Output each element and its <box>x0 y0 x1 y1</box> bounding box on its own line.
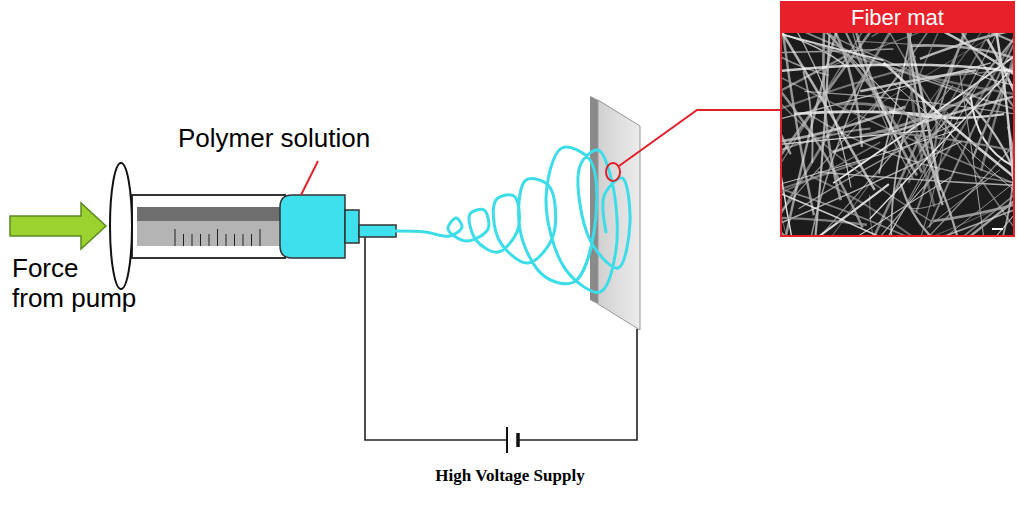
scale-tick <box>192 234 193 246</box>
scale-tick <box>183 234 184 246</box>
polymer-jet <box>396 147 630 292</box>
fiber <box>782 70 903 125</box>
fiber <box>782 145 908 235</box>
fiber <box>864 169 939 235</box>
fiber <box>933 180 1013 221</box>
fiber <box>815 44 1013 103</box>
fiber <box>860 70 976 91</box>
fiber <box>782 217 867 224</box>
fiber <box>782 28 922 173</box>
fiber <box>833 72 1013 152</box>
fibers <box>782 28 1013 235</box>
sem-image <box>782 28 1013 235</box>
syringe-barrel <box>132 195 285 258</box>
scale-tick <box>200 234 201 246</box>
fiber <box>782 53 791 154</box>
scale-tick <box>217 229 218 246</box>
fiber <box>877 131 1013 193</box>
force-arrow <box>10 203 106 249</box>
battery-plate <box>506 427 508 453</box>
plunger-head <box>110 163 132 289</box>
panel-title: Fiber mat <box>782 3 1013 33</box>
part-label: Polymer solution <box>178 124 370 154</box>
scale-ticks <box>175 229 260 246</box>
wire <box>518 329 637 440</box>
power-label: High Voltage Supply <box>435 466 584 486</box>
fiber <box>853 78 982 235</box>
scale-tick <box>226 234 227 246</box>
wire <box>365 237 506 440</box>
fiber <box>987 230 1013 235</box>
scale-tick <box>234 234 235 246</box>
fiber <box>869 195 888 235</box>
plunger-rod <box>137 207 282 221</box>
scale-tick <box>175 229 176 246</box>
part-label: Force from pump <box>12 254 137 314</box>
fiber <box>782 28 1013 119</box>
image-panel: Fiber mat <box>780 1 1015 237</box>
syringe-neck <box>345 210 359 243</box>
fiber <box>807 113 1011 182</box>
fiber <box>991 28 1013 179</box>
fiber <box>836 28 916 175</box>
scale-tick <box>209 234 210 246</box>
scale-tick <box>260 229 261 246</box>
zoom-leader <box>619 110 781 166</box>
fiber <box>782 67 817 235</box>
leader-line <box>301 161 318 195</box>
fiber <box>908 28 935 207</box>
fiber <box>782 64 1013 75</box>
fiber <box>782 102 805 235</box>
polymer-solution <box>280 195 345 258</box>
battery-plate <box>516 433 520 447</box>
needle <box>359 225 396 237</box>
fiber <box>909 180 987 209</box>
fiber <box>782 123 903 235</box>
scale-tick <box>243 234 244 246</box>
barrel-scale <box>137 221 282 246</box>
fiber <box>782 184 889 235</box>
scale-bar <box>992 228 1003 230</box>
fiber <box>803 71 812 163</box>
fiber <box>908 28 1013 183</box>
fiber <box>950 143 1013 235</box>
fiber <box>926 170 1000 228</box>
fiber <box>782 142 880 200</box>
zoom-circle <box>606 163 620 181</box>
scale-tick <box>251 234 252 246</box>
fiber <box>782 160 866 195</box>
fiber <box>810 35 829 235</box>
